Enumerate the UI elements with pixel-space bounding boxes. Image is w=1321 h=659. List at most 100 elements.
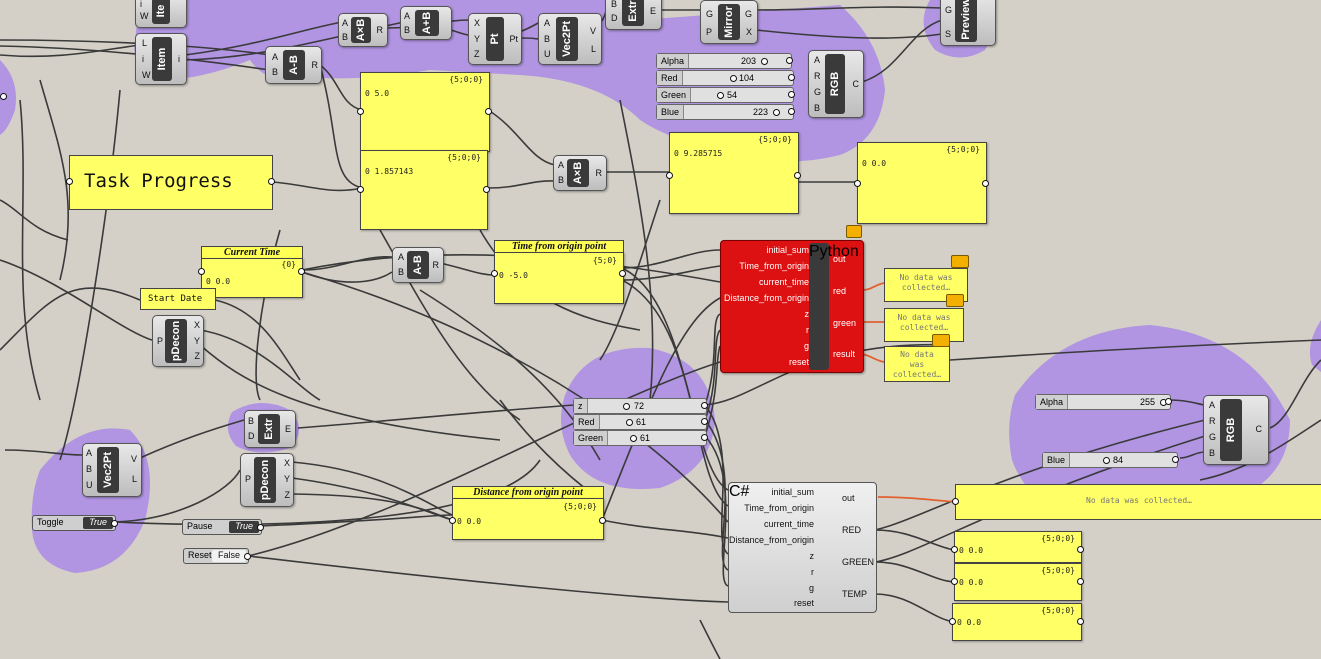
port-grip[interactable]	[788, 91, 795, 98]
z-slider[interactable]: z 72	[573, 398, 707, 414]
port-grip[interactable]	[198, 268, 205, 275]
port-grip[interactable]	[666, 172, 673, 179]
port-grip[interactable]	[619, 270, 626, 277]
pdecon-component-2[interactable]: P pDecon X Y Z	[240, 453, 294, 507]
csharp-green-panel[interactable]: {5;0;0} 0 0.0	[954, 563, 1082, 601]
port-grip[interactable]	[786, 57, 793, 64]
port-grip[interactable]	[268, 178, 275, 185]
port-grip[interactable]	[1172, 456, 1179, 463]
slider-knob[interactable]	[1103, 457, 1110, 464]
warning-flag-icon[interactable]	[846, 225, 862, 238]
rgb-component-2[interactable]: A R G B RGB C	[1203, 395, 1269, 465]
slider-knob[interactable]	[773, 109, 780, 116]
slider-knob[interactable]	[623, 403, 630, 410]
slider-knob[interactable]	[717, 92, 724, 99]
value-panel-5[interactable]: {5;0;0} 0 5.0	[360, 72, 490, 152]
item-component[interactable]: L i W Item i	[135, 33, 187, 85]
green-slider-2[interactable]: Green 61	[573, 430, 707, 446]
port-grip[interactable]	[854, 180, 861, 187]
extrude-component-2[interactable]: B D Extr E	[244, 410, 296, 448]
slider-knob[interactable]	[730, 75, 737, 82]
pin-y: Y	[283, 474, 290, 484]
multiplication-component-mid[interactable]: A B A×B R	[553, 155, 607, 191]
port-grip[interactable]	[794, 172, 801, 179]
toggle-value[interactable]: True	[229, 521, 259, 533]
item-component-top[interactable]: i W Ite	[135, 0, 187, 28]
multiplication-component-top[interactable]: A B A×B R	[338, 13, 388, 47]
port-grip[interactable]	[449, 517, 456, 524]
toggle-value[interactable]: True	[83, 517, 113, 529]
port-grip[interactable]	[951, 578, 958, 585]
time-from-origin-panel[interactable]: {5;0} 0 -5.0	[494, 252, 624, 304]
port-grip[interactable]	[701, 402, 708, 409]
python-result-panel[interactable]: No data was collected…	[884, 346, 950, 382]
port-grip[interactable]	[298, 268, 305, 275]
rgb-component-top[interactable]: A R G B RGB C	[808, 50, 864, 118]
value-panel-1857[interactable]: {5;0;0} 0 1.857143	[360, 150, 488, 230]
port-grip[interactable]	[357, 108, 364, 115]
csharp-out-panel[interactable]: No data was collected…	[955, 484, 1321, 520]
current-time-panel[interactable]: {0} 0 0.0	[201, 258, 303, 298]
port-grip[interactable]	[982, 180, 989, 187]
slider-knob[interactable]	[626, 419, 633, 426]
port-grip[interactable]	[701, 418, 708, 425]
pdecon-component-1[interactable]: P pDecon X Y Z	[152, 315, 204, 367]
warning-flag-icon[interactable]	[946, 294, 964, 307]
port-grip[interactable]	[788, 74, 795, 81]
port-grip[interactable]	[701, 434, 708, 441]
port-grip[interactable]	[66, 178, 73, 185]
value-panel-0[interactable]: {5;0;0} 0 0.0	[857, 142, 987, 224]
port-grip[interactable]	[1077, 546, 1084, 553]
port-grip[interactable]	[951, 546, 958, 553]
csharp-red-panel[interactable]: {5;0;0} 0 0.0	[954, 531, 1082, 563]
green-slider[interactable]: Green 54	[656, 87, 794, 103]
port-grip[interactable]	[949, 618, 956, 625]
subtraction-component-mid[interactable]: A B A-B R	[392, 247, 444, 283]
port-grip[interactable]	[0, 93, 7, 100]
csharp-component[interactable]: initial_sum Time_from_origin current_tim…	[728, 482, 877, 613]
port-grip[interactable]	[357, 186, 364, 193]
subtraction-component-top[interactable]: A B A-B R	[265, 46, 322, 84]
port-grip[interactable]	[1077, 578, 1084, 585]
port-grip[interactable]	[483, 186, 490, 193]
pin-b: B	[558, 175, 565, 185]
port-grip[interactable]	[244, 553, 251, 560]
csharp-temp-panel[interactable]: {5;0;0} 0 0.0	[952, 603, 1082, 641]
addition-component-top[interactable]: A B A+B	[400, 6, 452, 40]
preview-component[interactable]: G S Preview	[940, 0, 996, 46]
extrude-component-top[interactable]: B D Extr E	[605, 0, 662, 30]
alpha-slider[interactable]: Alpha 203	[656, 53, 792, 69]
extr-core: Extr	[258, 414, 280, 444]
warning-flag-icon[interactable]	[951, 255, 969, 268]
slider-knob[interactable]	[761, 58, 768, 65]
blue-slider[interactable]: Blue 223	[656, 104, 794, 120]
pause-toggle[interactable]: Pause True	[182, 519, 262, 535]
port-grip[interactable]	[1165, 398, 1172, 405]
value-panel-9285[interactable]: {5;0;0} 0 9.285715	[669, 132, 799, 214]
slider-knob[interactable]	[630, 435, 637, 442]
python-green-panel[interactable]: No data was collected…	[884, 308, 964, 342]
red-slider-2[interactable]: Red 61	[573, 414, 707, 430]
python-component[interactable]: initial_sum Time_from_origin current_tim…	[720, 240, 864, 373]
toggle-switch[interactable]: Toggle True	[32, 515, 116, 531]
blue-slider-2[interactable]: Blue 84	[1042, 452, 1178, 468]
port-grip[interactable]	[257, 524, 264, 531]
mult-core: A×B	[351, 17, 371, 43]
alpha-slider-2[interactable]: Alpha 255	[1035, 394, 1171, 410]
toggle-value[interactable]: False	[211, 550, 246, 562]
port-grip[interactable]	[491, 270, 498, 277]
vec2pt-component-top[interactable]: A B U Vec2Pt V L	[538, 13, 602, 65]
warning-flag-icon[interactable]	[932, 334, 950, 347]
port-grip[interactable]	[1077, 618, 1084, 625]
mirror-component[interactable]: G P Mirror G X	[700, 0, 758, 44]
port-grip[interactable]	[952, 498, 959, 505]
red-slider[interactable]: Red 104	[656, 70, 794, 86]
port-grip[interactable]	[599, 517, 606, 524]
vec2pt-component-2[interactable]: A B U Vec2Pt V L	[82, 443, 142, 497]
reset-toggle[interactable]: Reset False	[183, 548, 249, 564]
distance-from-origin-panel[interactable]: {5;0;0} 0 0.0	[452, 498, 604, 540]
point-component[interactable]: X Y Z Pt Pt	[468, 13, 522, 65]
port-grip[interactable]	[788, 108, 795, 115]
port-grip[interactable]	[485, 108, 492, 115]
port-grip[interactable]	[111, 520, 118, 527]
